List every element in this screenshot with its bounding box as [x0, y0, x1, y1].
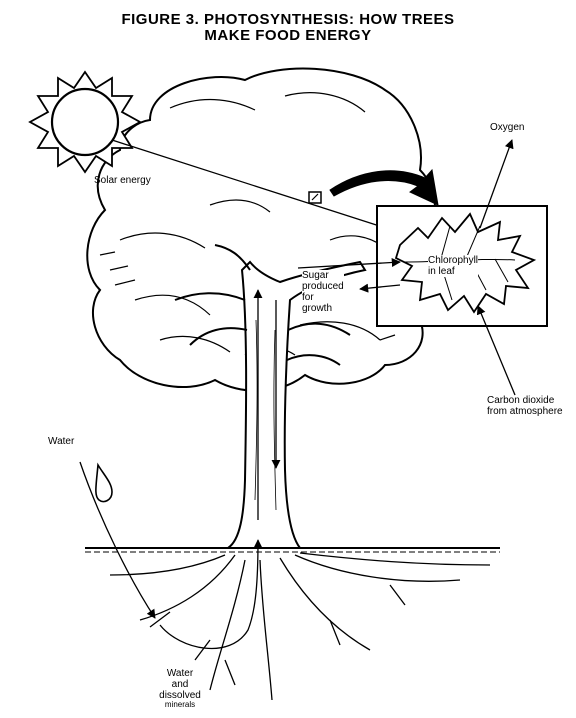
figure-title-line1: FIGURE 3. PHOTOSYNTHESIS: HOW TREES: [0, 12, 576, 28]
label-carbon-line1: Carbon dioxide: [487, 395, 563, 406]
label-water: Water: [48, 436, 74, 447]
label-water-minerals: Water and dissolved minerals: [150, 668, 210, 709]
label-sugar-line3: for: [302, 292, 344, 303]
figure-title-line2: MAKE FOOD ENERGY: [0, 28, 576, 44]
label-solar-energy: Solar energy: [94, 175, 151, 186]
label-water-minerals-line2: and: [150, 679, 210, 690]
label-chlorophyll: Chlorophyll in leaf: [428, 255, 478, 277]
label-carbon-line2: from atmosphere: [487, 406, 563, 417]
water-drop-icon: [96, 465, 112, 502]
label-sugar-line2: produced: [302, 281, 344, 292]
label-carbon-dioxide: Carbon dioxide from atmosphere: [487, 395, 563, 417]
label-chlorophyll-line1: Chlorophyll: [428, 255, 478, 266]
label-sugar-line4: growth: [302, 303, 344, 314]
label-chlorophyll-line2: in leaf: [428, 266, 478, 277]
water-uptake-arrow: [160, 540, 258, 649]
label-sugar-line1: Sugar: [302, 270, 344, 281]
label-sugar: Sugar produced for growth: [302, 270, 344, 314]
label-oxygen: Oxygen: [490, 122, 524, 133]
water-path-arrow: [80, 462, 155, 618]
label-water-minerals-line1: Water: [150, 668, 210, 679]
label-water-minerals-line4: minerals: [150, 701, 210, 709]
